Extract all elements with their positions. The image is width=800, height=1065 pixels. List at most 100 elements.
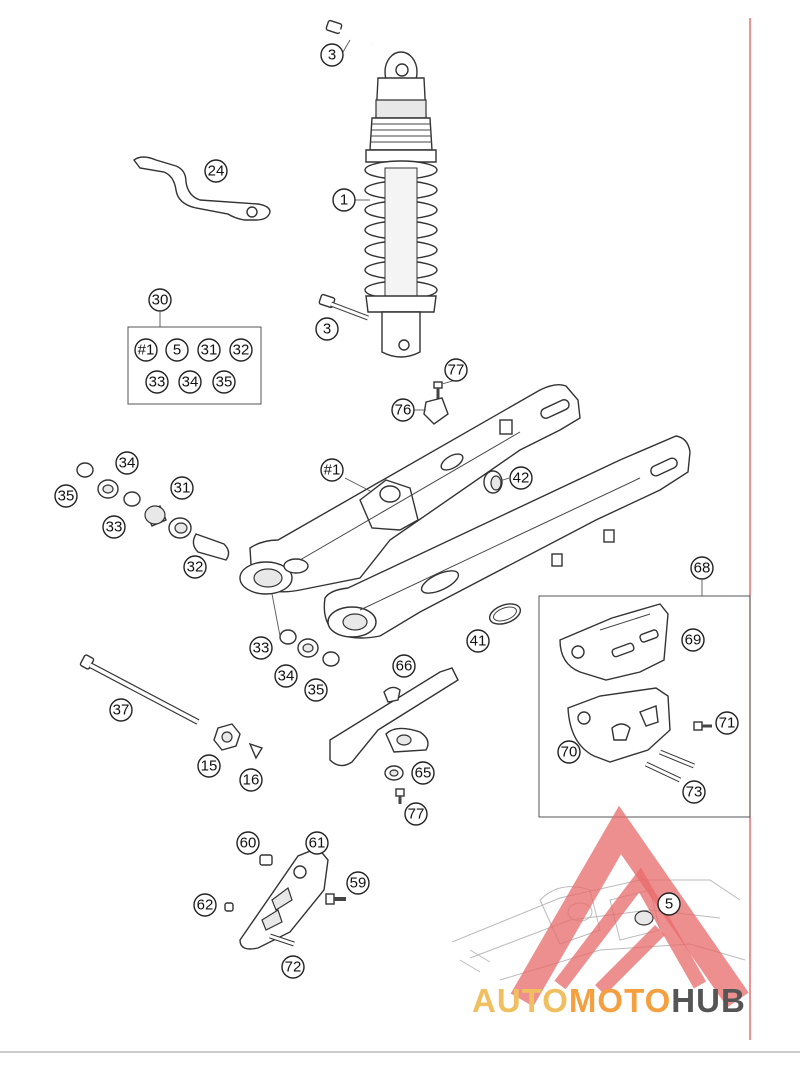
bolt-77-top — [433, 381, 443, 400]
bolt-59 — [325, 893, 346, 905]
callout-66: 66 — [392, 654, 416, 678]
callout-71: 71 — [715, 711, 739, 735]
pivot-bearings-right — [279, 629, 340, 667]
svg-text:70: 70 — [561, 744, 578, 761]
chain-slider — [329, 667, 459, 767]
svg-text:72: 72 — [285, 959, 302, 976]
callout-68: 68 — [690, 556, 714, 580]
callout-30: 30 — [148, 288, 172, 312]
svg-text:31: 31 — [174, 480, 191, 497]
callout-32: 32 — [183, 555, 207, 579]
svg-text:31: 31 — [201, 342, 218, 359]
callout-77-top: 77 — [444, 358, 468, 382]
svg-text:76: 76 — [395, 402, 412, 419]
svg-text:5: 5 — [665, 896, 673, 913]
svg-text:1: 1 — [340, 192, 348, 209]
callout-31: 31 — [170, 476, 194, 500]
svg-text:68: 68 — [694, 560, 711, 577]
callout-37: 37 — [109, 698, 133, 722]
svg-text:65: 65 — [415, 765, 432, 782]
bolt-72 — [269, 933, 295, 947]
bolts-73 — [644, 749, 695, 783]
brand-word-hub: HUB — [671, 982, 746, 1019]
brand-logo-mark — [510, 805, 749, 1008]
callout-33-right: 33 — [249, 636, 273, 660]
callout-16: 16 — [239, 768, 263, 792]
bolt-77-lower — [395, 788, 405, 804]
svg-text:37: 37 — [113, 702, 130, 719]
svg-text:5: 5 — [173, 342, 181, 359]
svg-text:33: 33 — [106, 519, 123, 536]
svg-text:35: 35 — [308, 682, 325, 699]
callout-3-top: 3 — [320, 43, 344, 67]
chain-guide-box — [538, 595, 751, 818]
svg-text:42: 42 — [513, 470, 530, 487]
callout-61: 61 — [305, 831, 329, 855]
brand-wordmark: AUTOMOTOHUB — [472, 982, 746, 1020]
svg-text:60: 60 — [240, 835, 257, 852]
callout-72: 72 — [281, 955, 305, 979]
kit-callout-31: 31 — [197, 338, 221, 362]
svg-text:34: 34 — [278, 668, 295, 685]
svg-text:24: 24 — [208, 163, 225, 180]
svg-text:#1: #1 — [324, 462, 341, 479]
callout-70: 70 — [557, 740, 581, 764]
svg-text:#1: #1 — [138, 342, 155, 359]
svg-text:77: 77 — [448, 362, 465, 379]
svg-text:77: 77 — [408, 806, 425, 823]
callout-59: 59 — [346, 871, 370, 895]
lower-bolt — [318, 293, 369, 321]
kit-callout-5: 5 — [165, 338, 189, 362]
callout-15: 15 — [197, 754, 221, 778]
svg-text:15: 15 — [201, 758, 218, 775]
clip-76 — [423, 397, 449, 425]
svg-text:73: 73 — [686, 784, 703, 801]
svg-text:71: 71 — [719, 715, 736, 732]
pivot-axle — [79, 654, 200, 725]
svg-text:35: 35 — [216, 374, 233, 391]
callout-41: 41 — [466, 629, 490, 653]
mounting-bracket — [239, 847, 329, 950]
kit-callout-35: 35 — [212, 370, 236, 394]
svg-text:34: 34 — [182, 374, 199, 391]
svg-text:32: 32 — [233, 342, 250, 359]
kit-box — [127, 326, 262, 405]
svg-text:41: 41 — [470, 633, 487, 650]
callout-1: 1 — [332, 188, 356, 212]
kit-callout-1: #1 — [134, 338, 158, 362]
callout-35-left: 35 — [54, 484, 78, 508]
leader-lines — [271, 39, 510, 637]
svg-text:16: 16 — [243, 772, 260, 789]
pin-62 — [224, 902, 234, 912]
callout-77-lower: 77 — [404, 802, 428, 826]
seal-41 — [488, 603, 522, 625]
svg-text:69: 69 — [685, 632, 702, 649]
svg-text:33: 33 — [253, 640, 270, 657]
callout-69: 69 — [681, 628, 705, 652]
swingarm — [239, 383, 691, 639]
callout-35-right: 35 — [304, 678, 328, 702]
kit-callout-32: 32 — [229, 338, 253, 362]
spring — [364, 160, 438, 300]
callout-3-lower: 3 — [315, 317, 339, 341]
callout-34-left: 34 — [115, 451, 139, 475]
svg-text:61: 61 — [309, 835, 326, 852]
svg-text:59: 59 — [350, 875, 367, 892]
svg-text:34: 34 — [119, 455, 136, 472]
bush-60 — [259, 854, 273, 866]
kit-callout-33: 33 — [145, 370, 169, 394]
callout-62: 62 — [193, 893, 217, 917]
chain-guide-70 — [567, 687, 671, 763]
chain-guide-69 — [559, 603, 669, 681]
svg-text:62: 62 — [197, 897, 214, 914]
callout-42: 42 — [509, 466, 533, 490]
callout-34-right: 34 — [274, 664, 298, 688]
callout-24: 24 — [204, 159, 228, 183]
svg-text:30: 30 — [152, 292, 169, 309]
cap-16 — [248, 742, 264, 760]
callout-73: 73 — [682, 780, 706, 804]
svg-text:3: 3 — [323, 321, 331, 338]
screw-71 — [693, 721, 712, 731]
callout-65: 65 — [411, 761, 435, 785]
